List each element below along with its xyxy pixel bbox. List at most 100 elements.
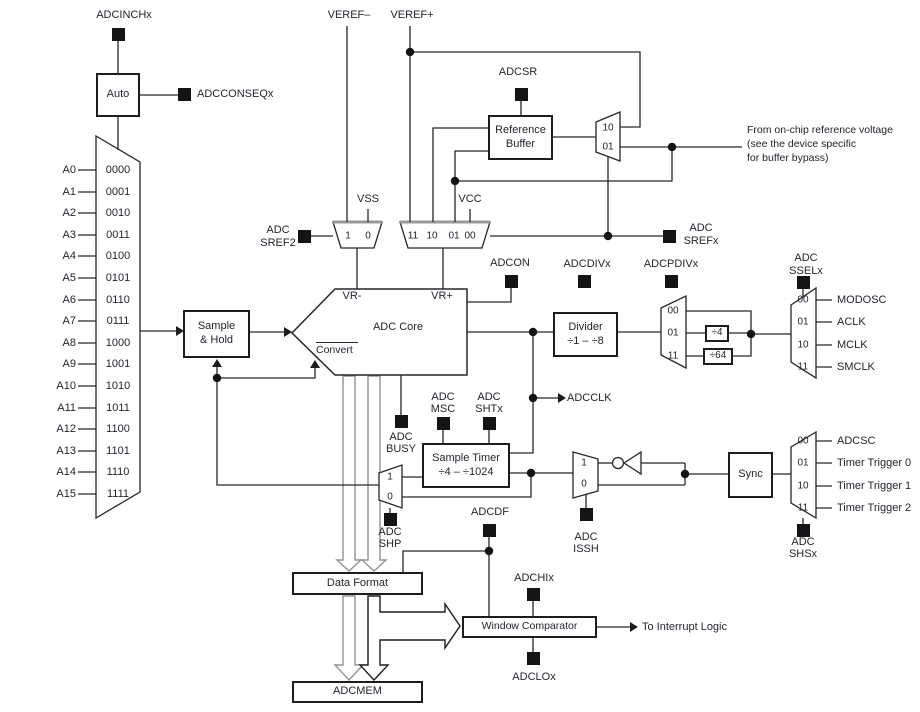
channel-code: 1011 <box>106 401 130 414</box>
divider-line2: ÷1 – ÷8 <box>567 334 604 347</box>
channel-code: 1000 <box>105 336 131 349</box>
adcpdivx-label: ADCPDIVx <box>643 257 699 270</box>
core-to-dataformat-arrow <box>335 375 363 572</box>
channel-label: A15 <box>56 487 76 500</box>
sref2-mux-in1: 1 <box>345 230 351 242</box>
onchip-ref-note-l1: From on-chip reference voltage <box>747 124 893 137</box>
wires <box>78 26 832 652</box>
shp-mux-in1: 1 <box>387 471 393 483</box>
channel-code: 1111 <box>106 487 130 500</box>
divider-line1: Divider <box>568 320 603 333</box>
onchip-ref-note-l2: (see the device specific <box>747 138 857 151</box>
channel-label: A7 <box>62 314 76 327</box>
adc-sselx-label-l1: ADC <box>794 251 818 264</box>
channel-label: A2 <box>62 206 76 219</box>
issh-mux <box>572 451 599 499</box>
junction-dots <box>212 47 756 556</box>
channel-code: 0111 <box>106 314 130 327</box>
channel-label: A12 <box>56 422 76 435</box>
channel-label: A3 <box>62 228 76 241</box>
channel-code: 0011 <box>106 228 130 241</box>
channel-code: 1110 <box>106 465 130 478</box>
data-format-label: Data Format <box>326 576 389 589</box>
sref2-mux-in0: 0 <box>365 230 371 242</box>
inverter-gate <box>611 450 642 476</box>
ref-buffer-line1: Reference <box>495 123 546 136</box>
veref-minus-label: VEREF– <box>327 8 371 21</box>
channel-label: A1 <box>62 185 76 198</box>
auto-sequencer-box: Auto <box>96 73 140 117</box>
trigger-mux <box>790 430 817 520</box>
shp-mux-in0: 0 <box>387 491 393 503</box>
channel-label: A4 <box>62 249 76 262</box>
sref-mux-in01: 01 <box>448 230 460 242</box>
refsel-mux <box>595 111 621 162</box>
trigger-mux-in00: 00 <box>797 435 809 447</box>
adc-sref2-label-l1: ADC <box>266 223 290 236</box>
sref-mux-in10: 10 <box>426 230 438 242</box>
channel-code: 1010 <box>105 379 131 392</box>
adcsr-label: ADCSR <box>498 65 538 78</box>
clock-source-aclk: ACLK <box>837 315 866 328</box>
vss-label: VSS <box>356 192 380 205</box>
trigger-mux-in10: 10 <box>797 480 809 492</box>
channel-code: 0010 <box>105 206 131 219</box>
channel-code: 1100 <box>106 422 130 435</box>
channel-code: 0100 <box>105 249 131 262</box>
adc-shtx-label-l2: SHTx <box>475 402 503 415</box>
sample-hold-line1: Sample <box>197 320 236 333</box>
mux-shapes <box>95 111 817 520</box>
clock-source-smclk: SMCLK <box>837 360 875 373</box>
ref-buffer-line2: Buffer <box>505 137 536 150</box>
adc-shp-label-l1: ADC <box>378 525 402 538</box>
ssel-mux-in11: 11 <box>797 361 809 373</box>
channel-code: 0001 <box>105 185 131 198</box>
presc-mux-in00: 00 <box>667 305 679 317</box>
channel-code: 0000 <box>105 163 131 176</box>
div64-label: ÷64 <box>709 350 727 362</box>
prescaler-mux <box>660 294 687 370</box>
adcinchx-label: ADCINCHx <box>96 8 152 21</box>
adcdf-label: ADCDF <box>471 505 509 518</box>
div64-box: ÷64 <box>703 348 733 365</box>
trigger-timer1: Timer Trigger 1 <box>837 479 912 492</box>
clock-source-modosc: MODOSC <box>837 293 887 306</box>
sample-timer-line2: ÷4 – ÷1024 <box>438 465 494 478</box>
channel-label: A0 <box>62 163 76 176</box>
adc-shp-label-l2: SHP <box>378 537 402 550</box>
channel-code: 1101 <box>106 444 130 457</box>
refsel-mux-in10: 10 <box>602 122 614 134</box>
vcc-label: VCC <box>458 192 482 205</box>
trigger-adcsc: ADCSC <box>837 434 876 447</box>
adc-sselx-label-l2: SSELx <box>789 264 823 277</box>
channel-label: A13 <box>56 444 76 457</box>
convert-label: Convert <box>316 342 358 356</box>
adc-sref2-label-l2: SREF2 <box>260 236 296 249</box>
channel-label: A9 <box>62 357 76 370</box>
channel-label: A5 <box>62 271 76 284</box>
ssel-mux-in10: 10 <box>797 339 809 351</box>
adc-srefx-label-l2: SREFx <box>683 234 719 247</box>
adcon-label: ADCON <box>490 256 530 269</box>
dataformat-to-comparator-arrow <box>358 595 461 682</box>
adc-issh-label-l1: ADC <box>574 530 598 543</box>
data-path-arrows <box>333 375 461 682</box>
issh-mux-in1: 1 <box>581 457 587 469</box>
sample-hold-line2: & Hold <box>199 334 234 346</box>
clock-source-mclk: MCLK <box>837 338 868 351</box>
presc-mux-in01: 01 <box>667 327 679 339</box>
trigger-timer0: Timer Trigger 0 <box>837 456 912 469</box>
ssel-mux <box>790 286 817 380</box>
veref-plus-label: VEREF+ <box>390 8 434 21</box>
adc-msc-label-l1: ADC <box>431 390 455 403</box>
adcmem-box: ADCMEM <box>292 681 423 703</box>
ssel-mux-in01: 01 <box>797 316 809 328</box>
adc-srefx-label-l1: ADC <box>689 221 713 234</box>
adcclk-label: ADCCLK <box>567 391 612 404</box>
sref-mux-in11: 11 <box>407 230 419 242</box>
div4-label: ÷4 <box>711 327 723 339</box>
channel-code: 1001 <box>105 357 131 370</box>
adc-msc-label-l2: MSC <box>430 402 456 415</box>
sync-label: Sync <box>738 468 763 481</box>
